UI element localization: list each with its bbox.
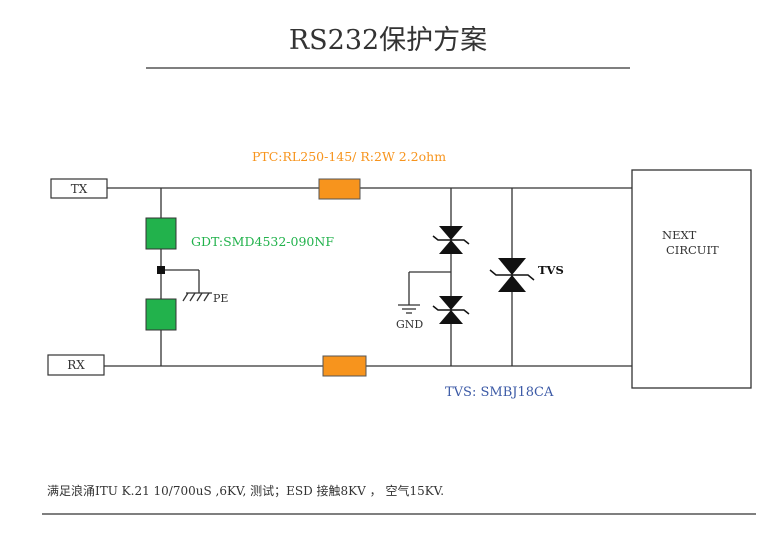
page-title: RS232保护方案 [289,25,487,56]
wires [104,187,632,367]
tvs-diode-upper-icon [432,226,470,254]
gnd-ground-icon [398,304,420,314]
pe-label: PE [213,292,228,305]
rx-port-box [47,354,105,376]
ptc-part-label: PTC:RL250-145/ R:2W 2.2ohm [252,149,446,164]
tvs-diode-main-icon [489,258,535,292]
next-circuit-label-line1: NEXT [662,228,697,242]
next-circuit-label-line2: CIRCUIT [666,243,719,257]
gnd-label: GND [396,318,423,331]
tvs-part-label: TVS: SMBJ18CA [445,385,554,400]
tvs-short-label: TVS [538,263,564,277]
footer-note: 满足浪涌ITU K.21 10/700uS ,6KV, 测试；ESD 接触8KV… [47,483,444,498]
gdt-part-label: GDT:SMD4532-090NF [191,234,334,249]
rx-port-label: RX [67,358,85,372]
gdt-bottom [145,298,177,331]
next-circuit-box [631,169,752,389]
tx-port-box [50,178,108,199]
tx-port-label: TX [71,182,88,196]
tvs-diode-lower-icon [432,296,470,324]
ptc-resistor-rx [322,355,367,377]
junction-dot [157,266,165,274]
ptc-resistor-tx [318,178,361,200]
gdt-top [145,217,177,250]
pe-ground-icon [182,292,212,302]
